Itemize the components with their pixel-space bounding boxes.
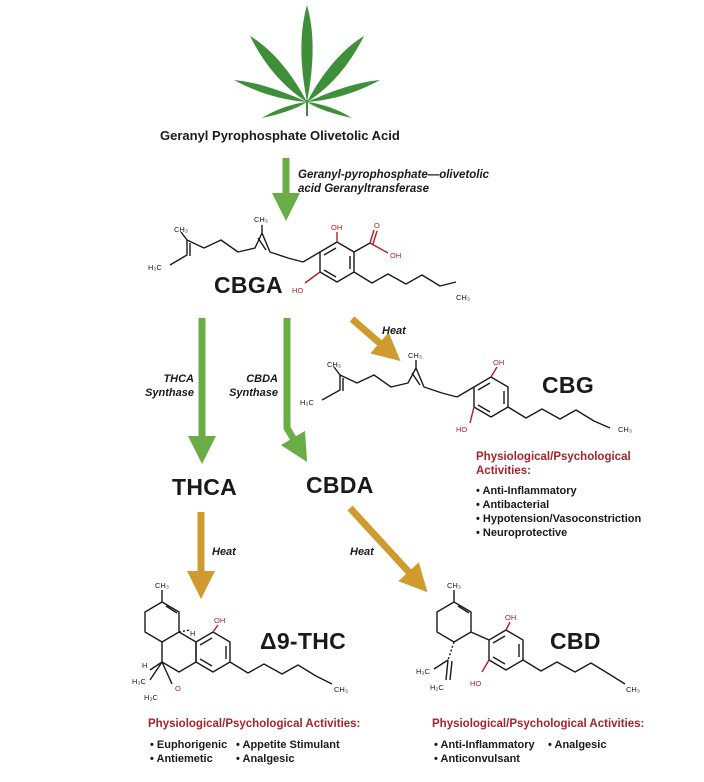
cbg-activities-title-line2: Activities:: [476, 465, 531, 477]
cbg-ho-atom: HO: [456, 425, 467, 434]
cbd-ch3-atom: CH₃: [447, 581, 461, 590]
precursor-olivetolic-acid: Olivetolic Acid: [310, 128, 400, 143]
heat-arrow-cbda-to-cbd: [347, 505, 428, 593]
thca-synthase-label: THCA Synthase: [138, 372, 194, 400]
cbg-activity-item: • Hypotension/Vasoconstriction: [476, 513, 642, 525]
cbd-activities-col1: • Anti-Inflammatory • Anticonvulsant: [434, 738, 535, 766]
enzyme-label: Geranyl-pyrophosphate—olivetolic acid Ge…: [298, 168, 489, 196]
compound-cbda: CBDA: [306, 472, 374, 498]
thc-h-atom: H: [190, 629, 195, 638]
cbd-activities: Physiological/Psychological Activities:: [432, 717, 644, 731]
cbg-activities-title-line1: Physiological/Psychological: [476, 451, 631, 463]
thc-activity-item: • Antiemetic: [150, 753, 213, 765]
cbd-activities-col2: • Analgesic: [548, 738, 606, 752]
heat-label-cbd: Heat: [350, 546, 374, 558]
synthase-arrow-cbga-to-cbda: [280, 318, 308, 463]
cbd-structure: [433, 590, 626, 685]
thc-h3c-atom-2: H₃C: [144, 693, 158, 702]
thc-activities-col1: • Euphorigenic • Antiemetic: [150, 738, 227, 766]
cbd-activity-item: • Analgesic: [548, 739, 607, 751]
compound-cbg: CBG: [542, 372, 595, 398]
cbd-oh-atom: OH: [505, 613, 516, 622]
thc-activities-col2: • Appetite Stimulant • Analgesic: [236, 738, 340, 766]
enzyme-label-line1: Geranyl-pyrophosphate—olivetolic: [298, 169, 490, 181]
cbga-o-atom: O: [374, 221, 380, 230]
cbga-ch3-atom-2: CH₃: [254, 215, 268, 224]
heat-label-cbg: Heat: [382, 325, 406, 337]
heat-label-thc: Heat: [212, 546, 236, 558]
cbd-h2c-atom: H₂C: [430, 683, 444, 692]
cbga-tail-ch3-atom: CH₃: [456, 293, 470, 302]
cbd-tail-ch3-atom: CH₃: [626, 685, 640, 694]
cbga-h3c-atom: H₃C: [148, 263, 162, 272]
thca-synthase-line1: THCA: [163, 373, 194, 385]
cbda-synthase-line2: Synthase: [229, 387, 278, 399]
cbg-activity-item: • Neuroprotective: [476, 527, 568, 539]
cbd-h3c-atom: H₃C: [416, 667, 430, 676]
cbga-ch3-atom: CH₃: [174, 225, 188, 234]
cbg-tail-ch3-atom: CH₃: [618, 425, 632, 434]
precursor-geranyl-pyrophosphate: Geranyl Pyrophosphate: [160, 128, 307, 143]
thc-activities-title: Physiological/Psychological Activities:: [148, 718, 361, 730]
thc-oh-atom: OH: [214, 616, 225, 625]
cbga-structure: [169, 225, 457, 287]
cbga-ho-atom: HO: [292, 286, 303, 295]
cbg-structure: [321, 360, 611, 429]
cbd-activity-item: • Anti-Inflammatory: [434, 739, 535, 751]
cbg-activities: Physiological/Psychological Activities: …: [476, 450, 641, 540]
cbg-ch3-atom-2: CH₃: [408, 351, 422, 360]
thc-activity-item: • Analgesic: [236, 753, 295, 765]
cbga-oh-atom: OH: [331, 223, 342, 232]
compound-delta9-thc: Δ9-THC: [260, 628, 347, 654]
compound-thca: THCA: [172, 474, 238, 500]
cbg-ch3-atom: CH₃: [327, 360, 341, 369]
thc-structure: [144, 590, 333, 685]
cbga-acid-oh-atom: OH: [390, 251, 401, 260]
thc-h-atom-2: H: [142, 661, 147, 670]
thc-activity-item: • Euphorigenic: [150, 739, 228, 751]
cannabis-leaf-icon: [234, 5, 380, 118]
cbd-ho-atom: HO: [470, 679, 481, 688]
thca-synthase-line2: Synthase: [145, 387, 194, 399]
cbd-activities-title: Physiological/Psychological Activities:: [432, 718, 645, 730]
thc-o-atom: O: [175, 684, 181, 693]
compound-cbga: CBGA: [214, 272, 283, 298]
thc-activities: Physiological/Psychological Activities:: [148, 717, 360, 731]
heat-arrow-cbga-to-cbg: [349, 316, 401, 362]
thc-activity-item: • Appetite Stimulant: [236, 739, 340, 751]
enzyme-label-line2: acid Geranyltransferase: [298, 183, 430, 195]
cbg-h3c-atom: H₃C: [300, 398, 314, 407]
cbg-activity-item: • Antibacterial: [476, 499, 550, 511]
cbg-activity-item: • Anti-Inflammatory: [476, 485, 577, 497]
cbd-activity-item: • Anticonvulsant: [434, 753, 520, 765]
cbg-oh-atom: OH: [493, 358, 504, 367]
thc-tail-ch3-atom: CH₃: [334, 685, 348, 694]
thc-h3c-atom: H₃C: [132, 677, 146, 686]
thc-ch3-atom: CH₃: [155, 581, 169, 590]
cbda-synthase-line1: CBDA: [246, 373, 278, 385]
compound-cbd: CBD: [550, 628, 601, 654]
cbda-synthase-label: CBDA Synthase: [220, 372, 278, 400]
